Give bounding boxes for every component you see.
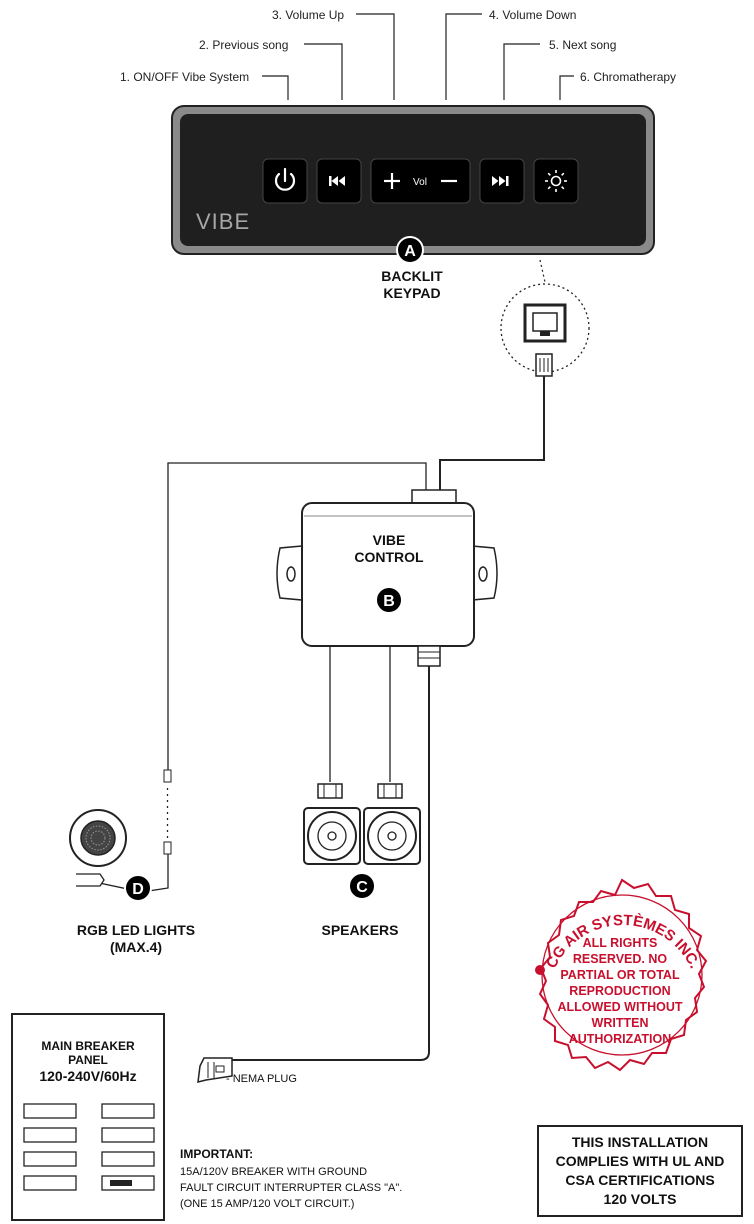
svg-text:C: C: [356, 879, 368, 896]
stamp-line-1: ALL RIGHTS: [583, 936, 658, 950]
keypad-label-line1: BACKLIT: [381, 268, 443, 284]
sun-icon: [545, 170, 567, 192]
vibe-control-box: [276, 489, 498, 667]
previous-song-button[interactable]: [316, 158, 362, 204]
important-line-1: 15A/120V BREAKER WITH GROUND: [180, 1166, 367, 1178]
breaker-switch: [110, 1180, 132, 1186]
previous-icon: [329, 176, 345, 186]
stamp-line-4: REPRODUCTION: [569, 984, 670, 998]
important-note: IMPORTANT: 15A/120V BREAKER WITH GROUND …: [180, 1147, 402, 1210]
vibe-logo: VIBE: [196, 209, 250, 234]
rj-connector-detail: [500, 259, 590, 377]
important-heading: IMPORTANT:: [180, 1147, 253, 1161]
compliance-notice: THIS INSTALLATION COMPLIES WITH UL AND C…: [537, 1125, 743, 1217]
nema-label: - NEMA PLUG: [226, 1073, 297, 1085]
badge-a: A: [396, 236, 424, 264]
volume-up-button[interactable]: [384, 173, 400, 189]
callout-next-song: 5. Next song: [549, 38, 616, 52]
control-label-line2: CONTROL: [354, 549, 424, 565]
callout-volume-down: 4. Volume Down: [489, 8, 576, 22]
stamp-line-5: ALLOWED WITHOUT: [558, 1000, 683, 1014]
important-line-2: FAULT CIRCUIT INTERRUPTER CLASS "A".: [180, 1182, 402, 1194]
callout-on-off: 1. ON/OFF Vibe System: [120, 70, 249, 84]
speaker-left: [303, 783, 361, 865]
important-line-3: (ONE 15 AMP/120 VOLT CIRCUIT.): [180, 1198, 354, 1210]
next-song-button[interactable]: [479, 158, 525, 204]
lights-label-line1: RGB LED LIGHTS: [77, 922, 195, 938]
stamp-line-2: RESERVED. NO: [573, 952, 668, 966]
control-label-line1: VIBE: [373, 532, 406, 548]
rgb-led-light: [69, 809, 127, 887]
stamp-line-6: WRITTEN: [592, 1016, 649, 1030]
svg-text:D: D: [132, 881, 144, 898]
plus-icon: [384, 173, 400, 189]
stamp-bullet-icon: [535, 965, 545, 975]
backlit-keypad: Vol: [171, 105, 655, 255]
breaker-title-line1: MAIN BREAKER: [41, 1039, 135, 1053]
keypad-label-line2: KEYPAD: [383, 285, 440, 301]
nema-plug: [197, 1057, 233, 1083]
compliance-line-1: THIS INSTALLATION: [572, 1134, 708, 1150]
callout-volume-up: 3. Volume Up: [272, 8, 344, 22]
stamp-line-7: AUTHORIZATION: [569, 1032, 672, 1046]
badge-d: D: [124, 874, 152, 902]
next-icon: [492, 176, 509, 186]
stamp-line-3: PARTIAL OR TOTAL: [560, 968, 680, 982]
volume-label: Vol: [413, 177, 427, 188]
power-button[interactable]: [262, 158, 308, 204]
breaker-title-line2: PANEL: [68, 1053, 108, 1067]
callout-chromatherapy: 6. Chromatherapy: [580, 70, 676, 84]
volume-rocker: Vol: [370, 158, 471, 204]
power-icon: [274, 167, 296, 191]
compliance-line-4: 120 VOLTS: [604, 1191, 677, 1207]
breaker-spec: 120-240V/60Hz: [39, 1068, 136, 1084]
chromatherapy-button[interactable]: [533, 158, 579, 204]
led-connector: [163, 769, 172, 855]
compliance-line-3: CSA CERTIFICATIONS: [565, 1172, 714, 1188]
speakers-label: SPEAKERS: [321, 922, 398, 938]
keypad-callouts: 1. ON/OFF Vibe System 2. Previous song 3…: [120, 8, 676, 100]
badge-c: C: [348, 872, 376, 900]
badge-b: B: [375, 586, 403, 614]
compliance-line-2: COMPLIES WITH UL AND: [556, 1153, 725, 1169]
speaker-right: [363, 783, 421, 865]
callout-previous-song: 2. Previous song: [199, 38, 288, 52]
main-breaker-panel: MAIN BREAKER PANEL 120-240V/60Hz: [11, 1013, 165, 1221]
copyright-stamp: CG AIR SYSTÈMES INC. ALL RIGHTS RESERVED…: [535, 878, 708, 1072]
svg-text:A: A: [404, 243, 416, 260]
svg-text:B: B: [383, 593, 395, 610]
lights-label-line2: (MAX.4): [110, 939, 162, 955]
